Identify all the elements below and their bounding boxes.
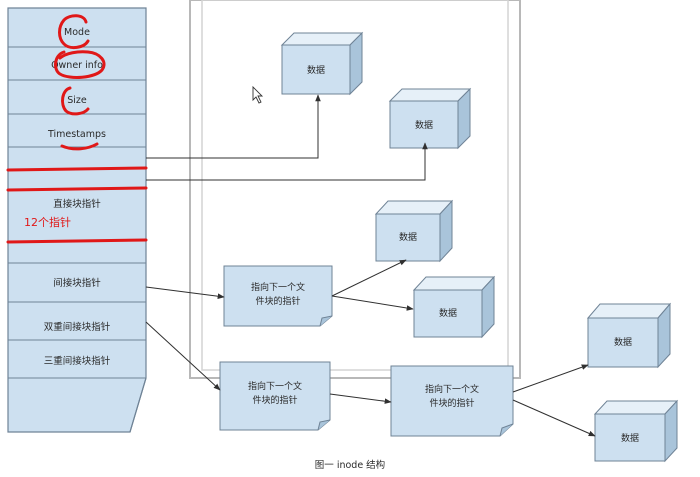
data-block: 数据: [374, 199, 454, 263]
field-owner-info: Owner info: [51, 60, 103, 71]
svg-text:数据: 数据: [439, 307, 457, 319]
svg-text:数据: 数据: [399, 231, 417, 243]
field-double-indirect-pointer: 双重间接块指针: [44, 321, 111, 333]
svg-text:指向下一个文: 指向下一个文: [248, 380, 302, 392]
inode-table: Mode Owner info Size Timestamps 直接块指针 间接…: [7, 7, 147, 433]
svg-text:件块的指针: 件块的指针: [429, 397, 474, 409]
mouse-cursor-icon: [252, 85, 264, 104]
svg-text:件块的指针: 件块的指针: [255, 295, 300, 307]
data-block: 数据: [388, 87, 472, 150]
pointer-count-annotation: 12个指针: [24, 215, 71, 229]
svg-text:数据: 数据: [621, 432, 639, 444]
data-block: 数据: [280, 31, 364, 96]
figure-caption: 图一 inode 结构: [315, 459, 385, 471]
svg-text:数据: 数据: [415, 119, 433, 131]
field-size: Size: [67, 95, 87, 106]
pointer-block: 指向下一个文 件块的指针: [219, 361, 331, 431]
svg-text:数据: 数据: [614, 336, 632, 348]
field-timestamps: Timestamps: [47, 129, 106, 140]
svg-text:指向下一个文: 指向下一个文: [251, 281, 305, 293]
data-block: 数据: [412, 275, 496, 339]
pointer-block: 指向下一个文 件块的指针: [223, 265, 333, 327]
red-annotations: [6, 14, 148, 244]
svg-text:件块的指针: 件块的指针: [252, 394, 297, 406]
data-block: 数据: [586, 302, 672, 369]
arrows: [145, 94, 596, 437]
field-direct-pointers: 直接块指针: [53, 198, 101, 210]
field-triple-indirect-pointer: 三重间接块指针: [44, 355, 111, 367]
data-block: 数据: [593, 399, 679, 463]
svg-text:指向下一个文: 指向下一个文: [425, 383, 479, 395]
field-indirect-pointer: 间接块指针: [53, 277, 101, 289]
pointer-block: 指向下一个文 件块的指针: [390, 365, 514, 437]
background-panel: [189, 0, 521, 379]
svg-text:数据: 数据: [307, 64, 325, 76]
field-mode: Mode: [64, 27, 90, 38]
